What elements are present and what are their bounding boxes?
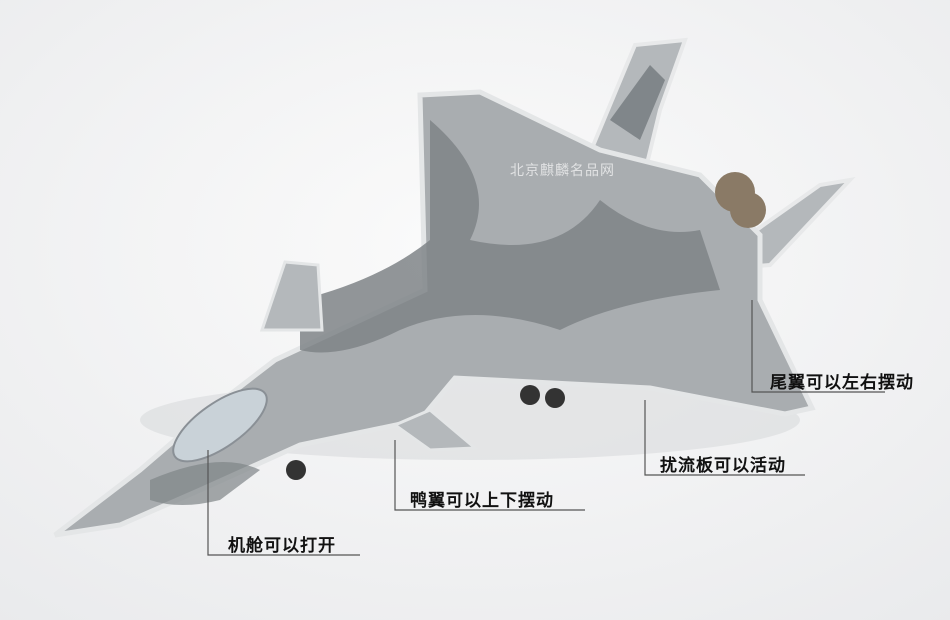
callout-spoiler: 扰流板可以活动 xyxy=(660,456,786,476)
callout-canard: 鸭翼可以上下摆动 xyxy=(410,491,554,511)
callout-tail: 尾翼可以左右摆动 xyxy=(770,373,914,393)
callout-canopy: 机舱可以打开 xyxy=(228,536,336,556)
watermark: 北京麒麟名品网 xyxy=(510,163,615,179)
callout-lines xyxy=(207,300,885,556)
jet-model xyxy=(53,37,856,538)
